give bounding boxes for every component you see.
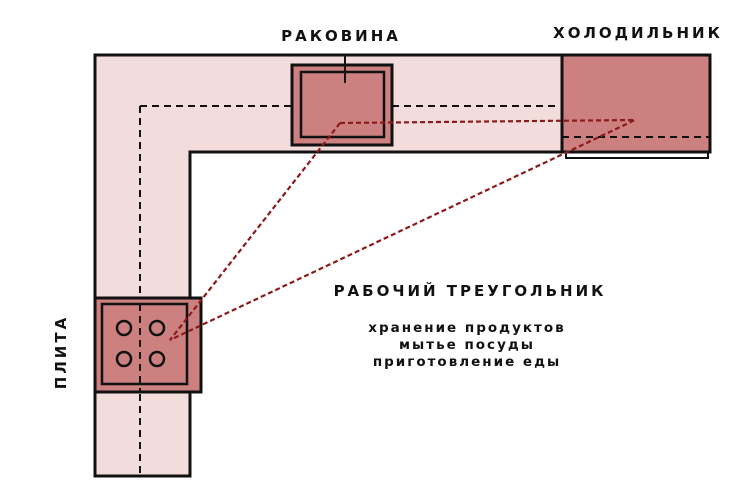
triangle-item: приготовление еды — [373, 354, 561, 370]
work-triangle — [169, 118, 636, 341]
sink-label: РАКОВИНА — [281, 27, 401, 45]
triangle-title: РАБОЧИЙ ТРЕУГОЛЬНИК — [334, 281, 607, 300]
sink-outer — [290, 63, 394, 147]
stove-block — [93, 296, 203, 394]
burner-icon — [148, 319, 166, 337]
burner-icon — [115, 319, 133, 337]
fridge-door-base — [565, 152, 709, 159]
triangle-item: хранение продуктов — [368, 320, 565, 336]
triangle-item: мытье посуды — [399, 337, 535, 353]
sink-basin — [299, 70, 386, 139]
burner-icon — [148, 350, 166, 368]
stove-label: ПЛИТА — [52, 315, 70, 389]
stove-inner — [100, 302, 189, 386]
burner-icon — [115, 350, 133, 368]
fridge-block — [560, 53, 712, 154]
fridge-label: ХОЛОДИЛЬНИК — [553, 24, 723, 42]
